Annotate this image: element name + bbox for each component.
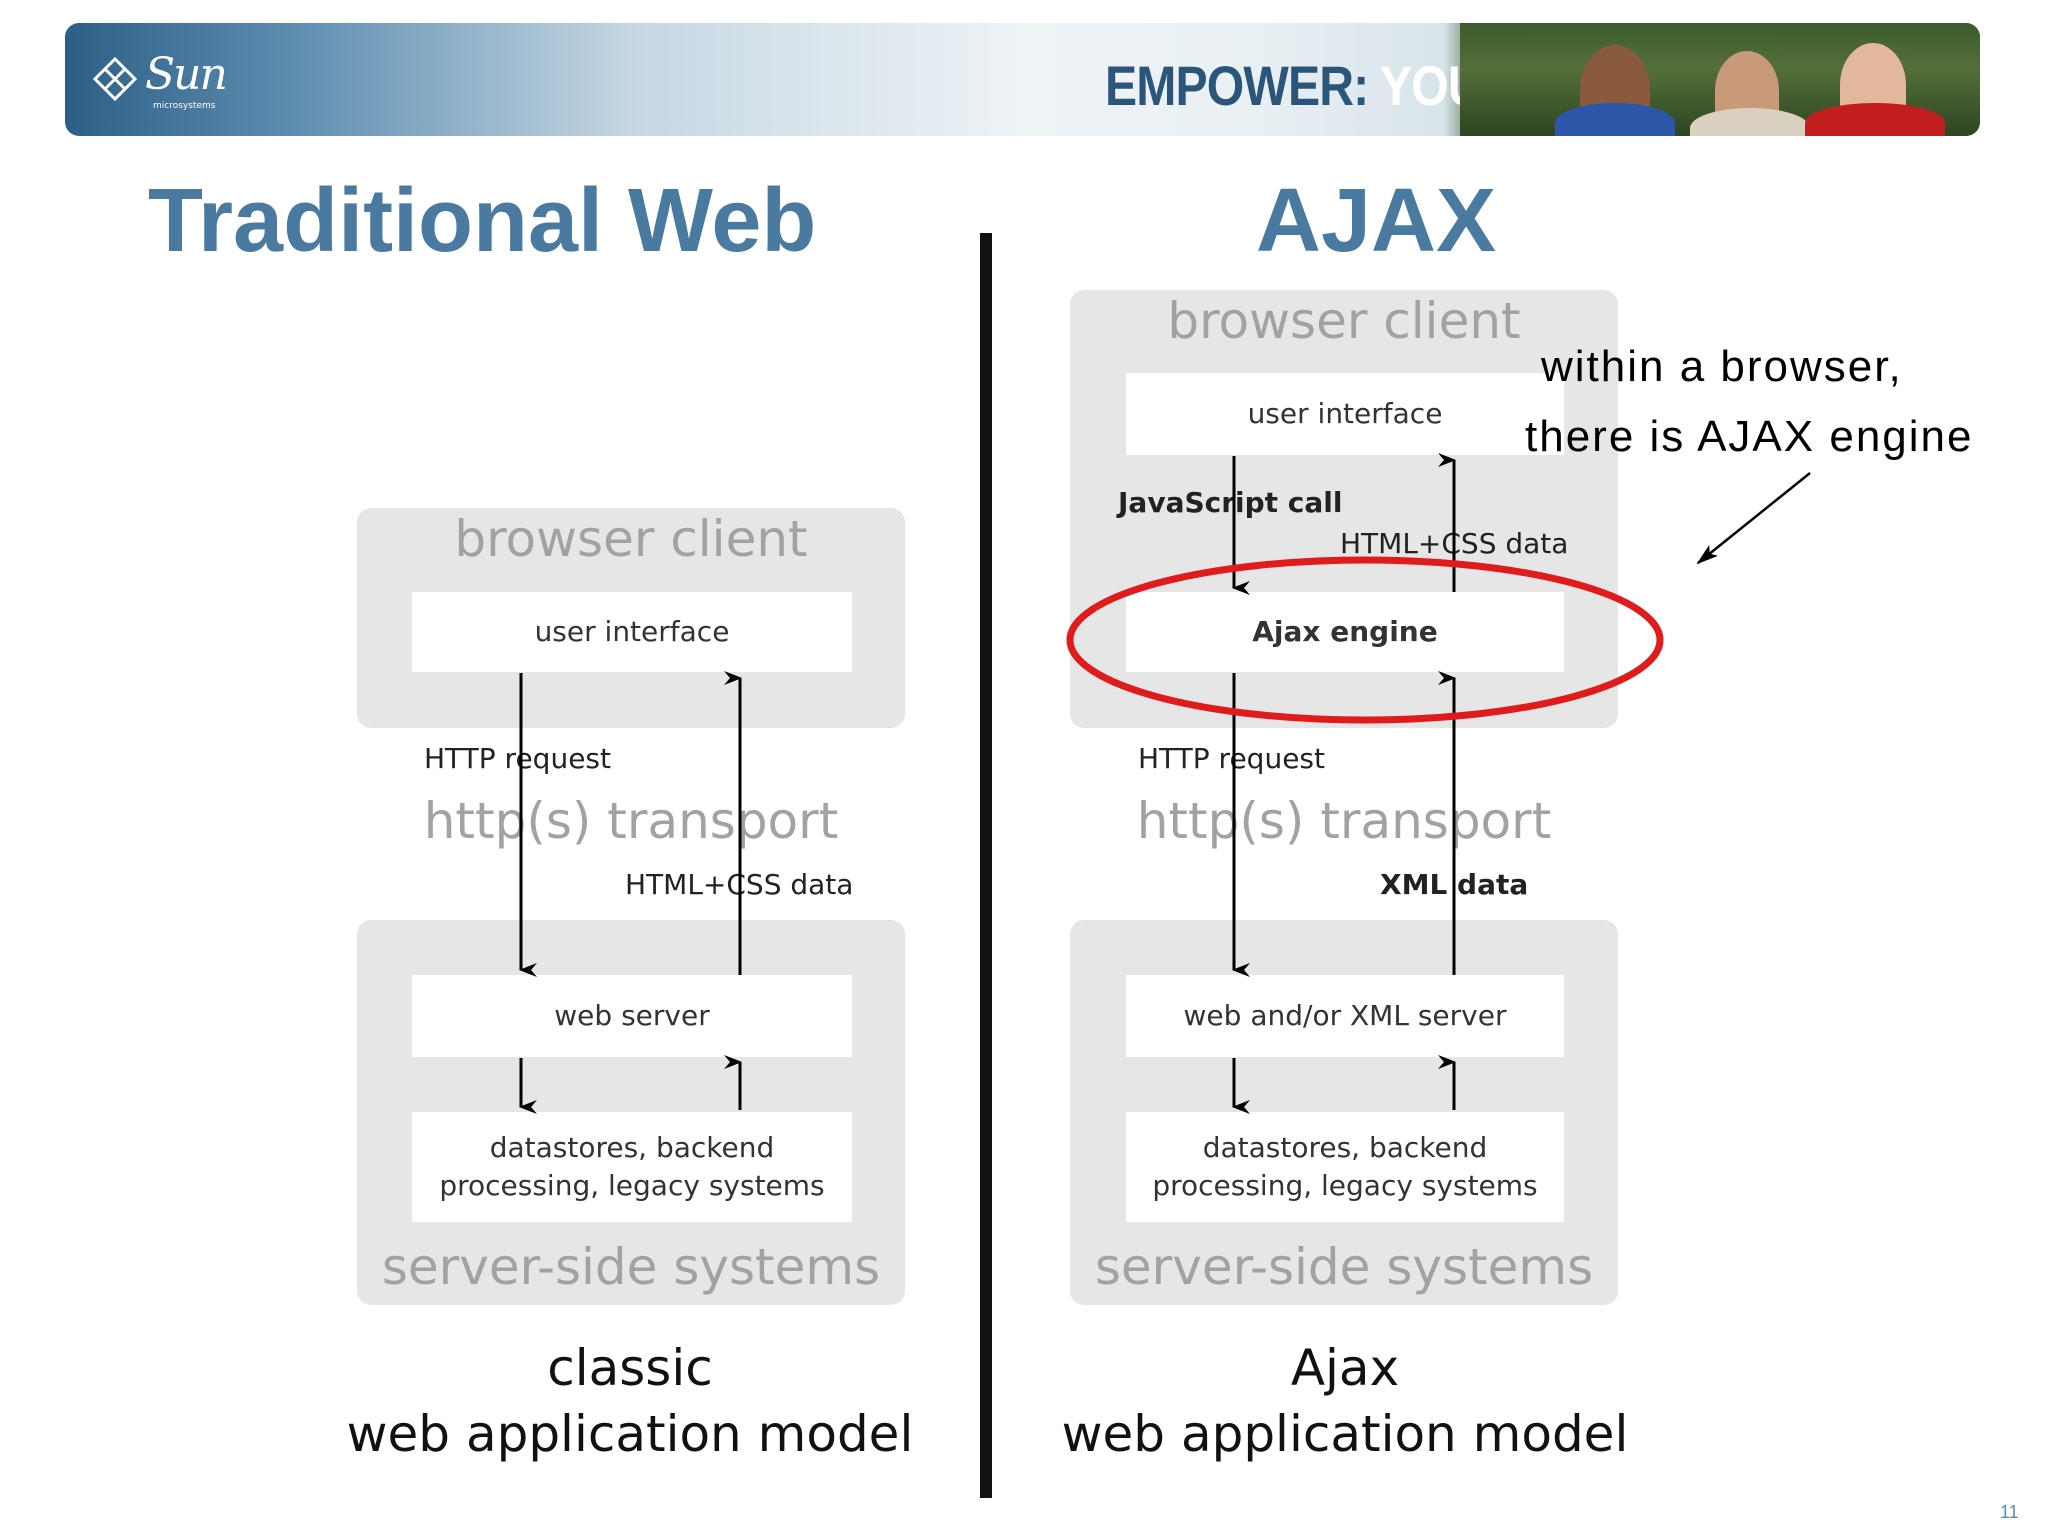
left-datastores-line2: processing, legacy systems — [439, 1169, 825, 1202]
right-ajax-engine-box: Ajax engine — [1126, 592, 1564, 672]
left-user-interface-box: user interface — [412, 592, 852, 672]
slogan: EMPOWER: YOU — [1105, 53, 1483, 118]
right-web-xml-server-box: web and/or XML server — [1126, 975, 1564, 1057]
annotation-text: within a browser, there is AJAX engine — [1525, 332, 1973, 472]
annotation-pointer-arrow — [1696, 472, 1811, 565]
left-datastores-box: datastores, backend processing, legacy s… — [412, 1112, 852, 1222]
left-caption-line2: web application model — [346, 1405, 914, 1463]
right-datastores-line2: processing, legacy systems — [1152, 1169, 1538, 1202]
annotation-line1: within a browser, — [1541, 342, 1903, 391]
right-caption-line2: web application model — [1061, 1405, 1629, 1463]
ajax-title: AJAX — [1256, 171, 1497, 271]
traditional-web-title: Traditional Web — [148, 171, 817, 271]
sun-diamond-icon — [93, 57, 137, 101]
sun-logo-text: Sun — [145, 49, 228, 100]
sun-logo: Sun microsystems — [87, 45, 257, 115]
right-user-interface-box: user interface — [1126, 373, 1564, 455]
page-number: 11 — [2000, 1502, 2019, 1522]
left-web-server-box: web server — [412, 975, 852, 1057]
ajax-engine-highlight-ellipse — [1066, 556, 1664, 724]
left-browser-client-label: browser client — [454, 510, 808, 568]
right-datastores-box: datastores, backend processing, legacy s… — [1126, 1112, 1564, 1222]
slogan-prefix: EMPOWER: — [1105, 54, 1369, 117]
left-transport-label: http(s) transport — [423, 792, 839, 850]
header-banner: Sun microsystems EMPOWER: YOU — [65, 23, 1980, 136]
right-server-side-label: server-side systems — [1094, 1238, 1594, 1296]
sun-logo-subtext: microsystems — [153, 101, 216, 111]
right-caption-line1: Ajax — [1290, 1339, 1400, 1397]
left-server-side-label: server-side systems — [381, 1238, 881, 1296]
banner-photo — [1460, 23, 1980, 136]
left-caption: classic web application model — [300, 1335, 960, 1467]
left-datastores-line1: datastores, backend — [489, 1131, 775, 1164]
right-javascript-call-label: JavaScript call — [1118, 486, 1343, 519]
left-http-request-label: HTTP request — [424, 742, 611, 775]
left-caption-line1: classic — [547, 1339, 713, 1397]
right-http-request-label: HTTP request — [1138, 742, 1325, 775]
right-caption: Ajax web application model — [1015, 1335, 1675, 1467]
right-transport-label: http(s) transport — [1136, 792, 1552, 850]
center-divider — [980, 233, 992, 1498]
annotation-line2: there is AJAX engine — [1525, 412, 1974, 461]
right-browser-client-label: browser client — [1167, 292, 1521, 350]
right-datastores-line1: datastores, backend — [1202, 1131, 1488, 1164]
